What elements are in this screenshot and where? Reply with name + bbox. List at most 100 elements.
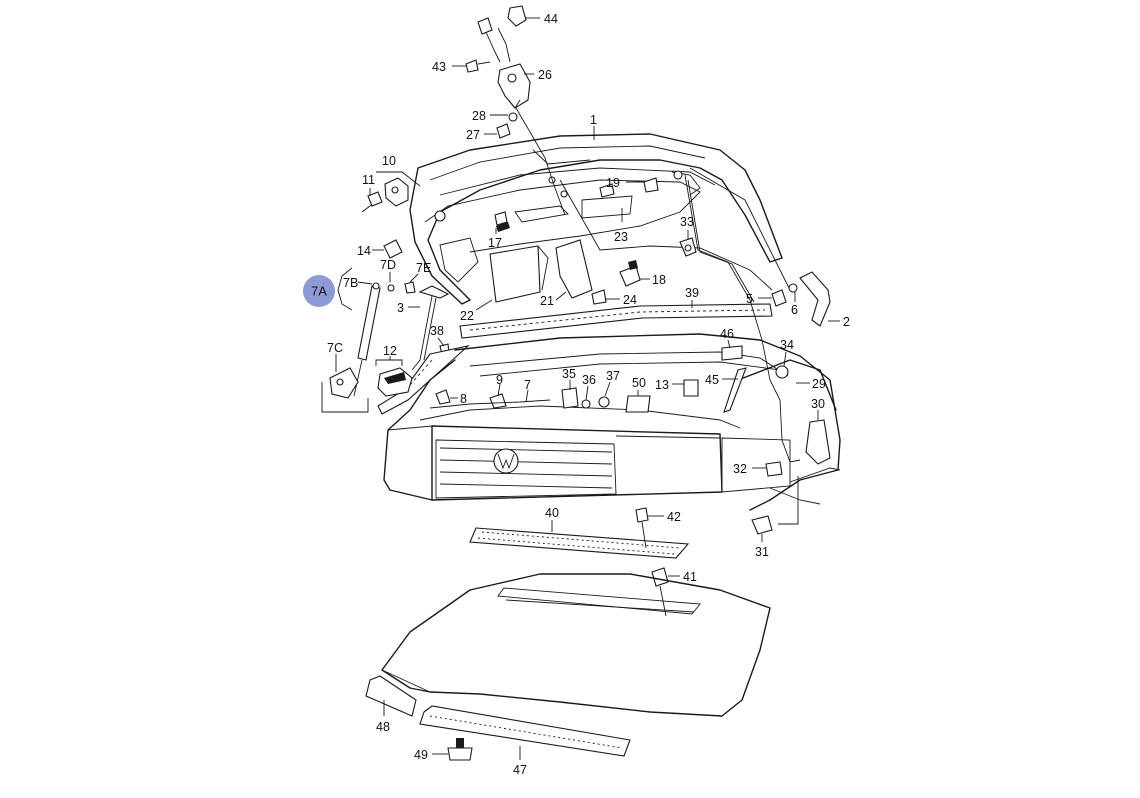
hood-lock-26 xyxy=(497,63,531,109)
callout-46[interactable]: 46 xyxy=(720,327,734,341)
nozzle-9 xyxy=(489,393,507,409)
washer-28 xyxy=(508,112,518,122)
washer-hose-29 xyxy=(684,174,801,463)
callout-7[interactable]: 7 xyxy=(524,378,531,392)
grille-trim-40 xyxy=(469,527,690,559)
callout-6[interactable]: 6 xyxy=(791,303,798,317)
callout-17[interactable]: 17 xyxy=(488,236,502,250)
seal-strip-39 xyxy=(459,303,773,339)
callout-40[interactable]: 40 xyxy=(545,506,559,520)
callout-7E[interactable]: 7E xyxy=(416,261,431,275)
bolt-11 xyxy=(361,191,383,213)
hood-outer-panel xyxy=(381,573,771,717)
callout-13[interactable]: 13 xyxy=(655,378,669,392)
callout-10[interactable]: 10 xyxy=(382,154,396,168)
washer-6 xyxy=(788,283,798,293)
callout-44[interactable]: 44 xyxy=(544,12,558,26)
callout-14[interactable]: 14 xyxy=(357,244,371,258)
release-handle-44 xyxy=(477,5,527,63)
screw-42 xyxy=(635,507,649,549)
grommet-19 xyxy=(599,177,659,198)
callout-1[interactable]: 1 xyxy=(590,113,597,127)
bolt-27 xyxy=(496,123,511,139)
callout-31[interactable]: 31 xyxy=(755,545,769,559)
callout-41[interactable]: 41 xyxy=(683,570,697,584)
hood-edge-line xyxy=(689,167,791,291)
callout-22[interactable]: 22 xyxy=(460,309,474,323)
callout-24[interactable]: 24 xyxy=(623,293,637,307)
relay-13 xyxy=(683,379,699,397)
callout-36[interactable]: 36 xyxy=(582,373,596,387)
callout-9[interactable]: 9 xyxy=(496,373,503,387)
callout-42[interactable]: 42 xyxy=(667,510,681,524)
grommet-34 xyxy=(775,365,789,379)
washer-reservoir-12 xyxy=(377,367,413,397)
support-rod-3 xyxy=(411,285,450,371)
washer-37 xyxy=(598,396,610,408)
hose-7 xyxy=(429,399,551,409)
vehicle-front-body xyxy=(383,333,841,511)
nozzle-30 xyxy=(805,419,831,465)
callout-49[interactable]: 49 xyxy=(414,748,428,762)
washer-36 xyxy=(581,399,591,409)
clip-35 xyxy=(561,387,579,409)
callout-39[interactable]: 39 xyxy=(685,286,699,300)
callout-38[interactable]: 38 xyxy=(430,324,444,338)
highlight-7A-circle[interactable] xyxy=(303,275,335,307)
callout-28[interactable]: 28 xyxy=(472,109,486,123)
callout-30[interactable]: 30 xyxy=(811,397,825,411)
callout-45[interactable]: 45 xyxy=(705,373,719,387)
callout-26[interactable]: 26 xyxy=(538,68,552,82)
callout-7D[interactable]: 7D xyxy=(380,258,396,272)
callout-47[interactable]: 47 xyxy=(513,763,527,777)
callout-11[interactable]: 11 xyxy=(362,173,375,187)
callout-37[interactable]: 37 xyxy=(606,369,620,383)
gas-strut-7 xyxy=(353,281,416,397)
callout-35[interactable]: 35 xyxy=(562,367,576,381)
callout-34[interactable]: 34 xyxy=(780,338,794,352)
callout-18[interactable]: 18 xyxy=(652,273,666,287)
callout-12[interactable]: 12 xyxy=(383,344,397,358)
clip-49 xyxy=(447,738,473,761)
callouts: 44 43 26 28 27 1 10 11 19 33 23 17 14 7D… xyxy=(327,12,850,777)
bolt-5 xyxy=(771,289,787,307)
hood-inner-panel xyxy=(409,133,783,305)
7A-bracket-lines xyxy=(321,267,369,413)
callout-27[interactable]: 27 xyxy=(466,128,480,142)
clip-24 xyxy=(591,289,607,305)
seal-45 xyxy=(723,367,747,413)
callout-2[interactable]: 2 xyxy=(843,315,850,329)
lock-cable xyxy=(515,107,566,216)
clip-8 xyxy=(435,389,451,405)
callout-7C[interactable]: 7C xyxy=(327,341,343,355)
callout-29[interactable]: 29 xyxy=(812,377,826,391)
trim-47 xyxy=(419,705,631,757)
callout-50[interactable]: 50 xyxy=(632,376,646,390)
bumper-17 xyxy=(494,211,510,232)
clip-14 xyxy=(383,239,403,259)
hinge-bracket-10 xyxy=(384,177,409,207)
callout-21[interactable]: 21 xyxy=(540,294,554,308)
clip-41 xyxy=(651,567,669,617)
callout-48[interactable]: 48 xyxy=(376,720,390,734)
highlight-7A-label: 7A xyxy=(311,284,327,299)
callout-3[interactable]: 3 xyxy=(397,301,404,315)
callout-19[interactable]: 19 xyxy=(606,176,620,190)
callout-7B[interactable]: 7B xyxy=(343,276,358,290)
callout-43[interactable]: 43 xyxy=(432,60,446,74)
callout-23[interactable]: 23 xyxy=(614,230,628,244)
callout-32[interactable]: 32 xyxy=(733,462,747,476)
callout-8[interactable]: 8 xyxy=(460,392,467,406)
hinge-2 xyxy=(799,271,831,327)
trim-48 xyxy=(365,675,417,717)
screw-43 xyxy=(465,59,491,73)
clip-33 xyxy=(679,237,697,257)
grommet-18 xyxy=(619,260,641,287)
bracket-7C xyxy=(329,367,359,399)
bolt-32 xyxy=(765,461,783,477)
callout-33[interactable]: 33 xyxy=(680,215,694,229)
label-50 xyxy=(625,395,651,413)
callout-5[interactable]: 5 xyxy=(746,292,753,306)
clip-31 xyxy=(751,515,773,535)
